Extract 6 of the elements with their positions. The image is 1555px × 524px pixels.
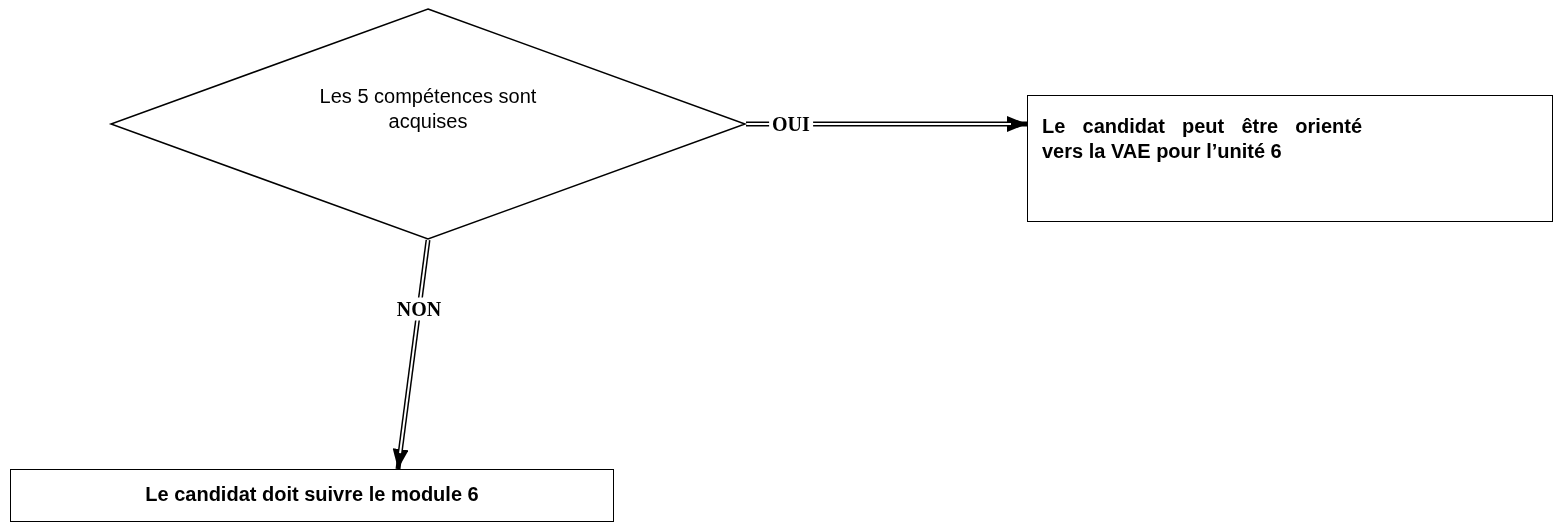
double-arrow	[392, 239, 431, 470]
decision-diamond	[110, 8, 746, 240]
process-text: Le candidat doit suivre le module 6	[144, 482, 480, 507]
process-box	[1027, 95, 1553, 222]
process-box	[10, 469, 614, 522]
process-text: Le candidat peut être orienté vers la VAE pour l’unité 6	[1042, 114, 1362, 164]
